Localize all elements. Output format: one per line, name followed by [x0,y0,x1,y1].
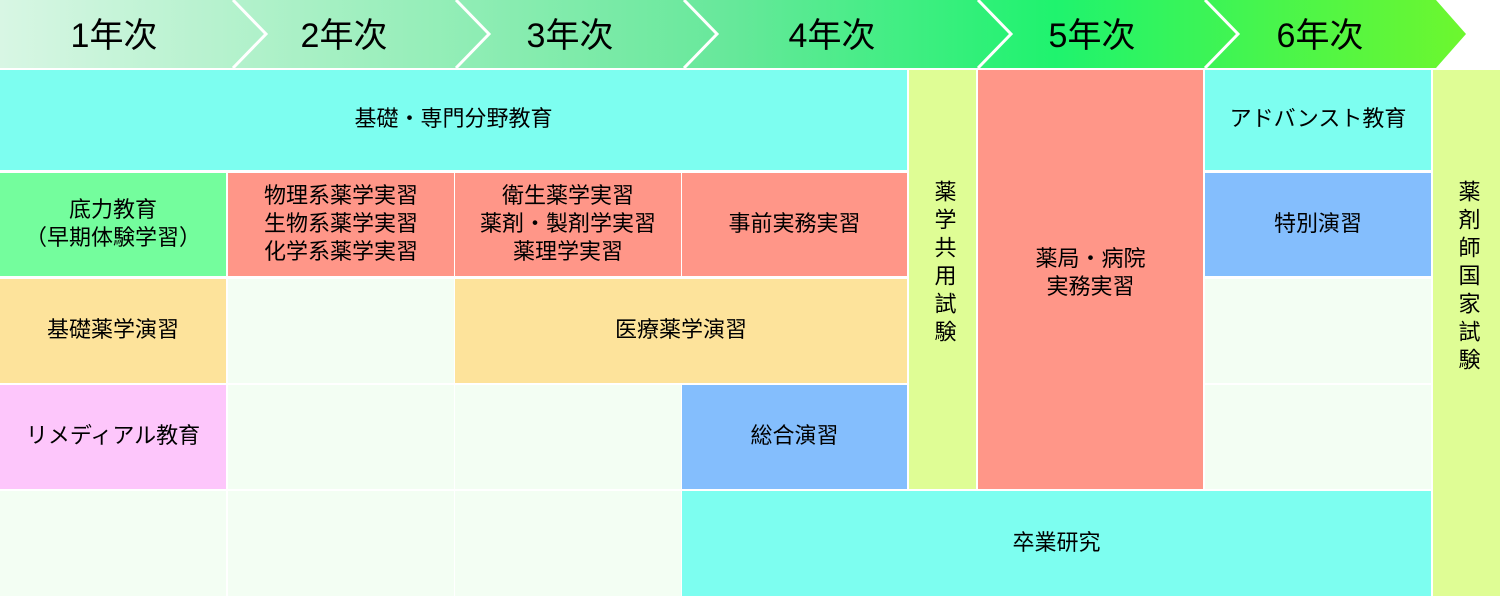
chevron-divider [231,0,269,68]
empty-cell [228,279,454,383]
empty-cell [1205,385,1431,489]
basic-specialized-education: 基礎・専門分野教育 [0,70,907,170]
hygiene-pharmaceutics-pharmacology-lab: 衛生薬学実習 薬剤・製剤学実習 薬理学実習 [455,173,681,276]
foundation-education: 底力教育 （早期体験学習） [0,173,226,276]
pharmacy-hospital-practice: 薬局・病院 実務実習 [978,70,1203,489]
chevron-divider [1203,0,1241,68]
empty-cell [455,491,681,596]
year-label-5: 5年次 [1049,17,1136,55]
remedial-education: リメディアル教育 [0,385,226,489]
national-exam-label: 薬剤師国家試験 [1454,180,1480,376]
year-label-2: 2年次 [301,17,388,55]
chevron-divider [976,0,1014,68]
empty-cell [228,491,454,596]
year-timeline: 1年次 2年次 3年次 4年次 5年次 6年次 [0,0,1466,68]
graduation-research: 卒業研究 [682,491,1431,596]
year-label-1: 1年次 [71,17,158,55]
national-exam: 薬剤師国家試験 [1433,70,1500,596]
year-label-3: 3年次 [527,17,614,55]
chevron-divider [454,0,492,68]
empty-cell [1205,279,1431,383]
chevron-divider [682,0,720,68]
special-exercise: 特別演習 [1205,173,1431,276]
common-exam-label: 薬学共用試験 [930,180,956,348]
medical-pharmacy-exercise: 医療薬学演習 [455,279,907,383]
empty-cell [0,491,226,596]
comprehensive-exercise: 総合演習 [682,385,907,489]
basic-pharmacy-exercise: 基礎薬学演習 [0,279,226,383]
year-label-4: 4年次 [789,17,876,55]
common-exam: 薬学共用試験 [909,70,976,489]
empty-cell [228,385,454,489]
preclinical-practice: 事前実務実習 [682,173,907,276]
timeline-arrow [0,0,1466,68]
advanced-education: アドバンスト教育 [1205,70,1431,170]
physics-bio-chem-lab: 物理系薬学実習 生物系薬学実習 化学系薬学実習 [228,173,454,276]
year-label-6: 6年次 [1277,17,1364,55]
empty-cell [455,385,681,489]
